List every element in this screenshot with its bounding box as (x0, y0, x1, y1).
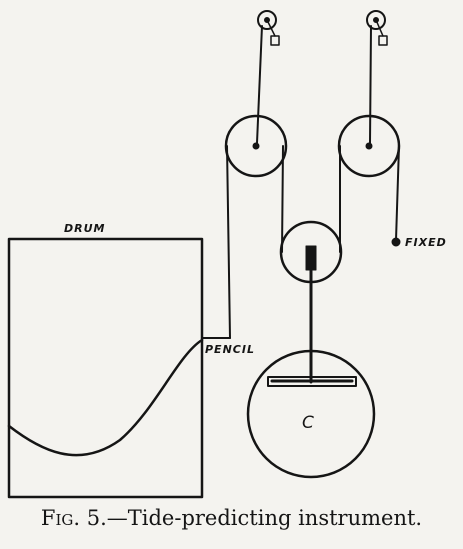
pencil-label: PENCIL (205, 343, 255, 356)
tide-curve (7, 338, 204, 457)
right-pulley-support (369, 25, 372, 144)
left-pulley (224, 114, 288, 178)
fixed-label: FIXED (405, 236, 447, 249)
top-left-pulley (257, 10, 280, 46)
drum-label: DRUM (64, 222, 105, 235)
figure-caption: Fig. 5.—Tide-predicting instrument. (0, 506, 463, 530)
drum (7, 237, 204, 499)
right-pulley (337, 114, 401, 178)
cord (226, 145, 400, 339)
top-right-pulley (366, 10, 388, 46)
weight-label: C (302, 413, 314, 433)
weight-c (246, 349, 376, 479)
caption-text: Tide-predicting instrument. (127, 506, 423, 530)
figure-number: Fig. 5. (40, 506, 107, 530)
caption-dash: — (106, 506, 128, 530)
fixed-point (391, 237, 401, 247)
left-pulley-support (256, 25, 263, 144)
